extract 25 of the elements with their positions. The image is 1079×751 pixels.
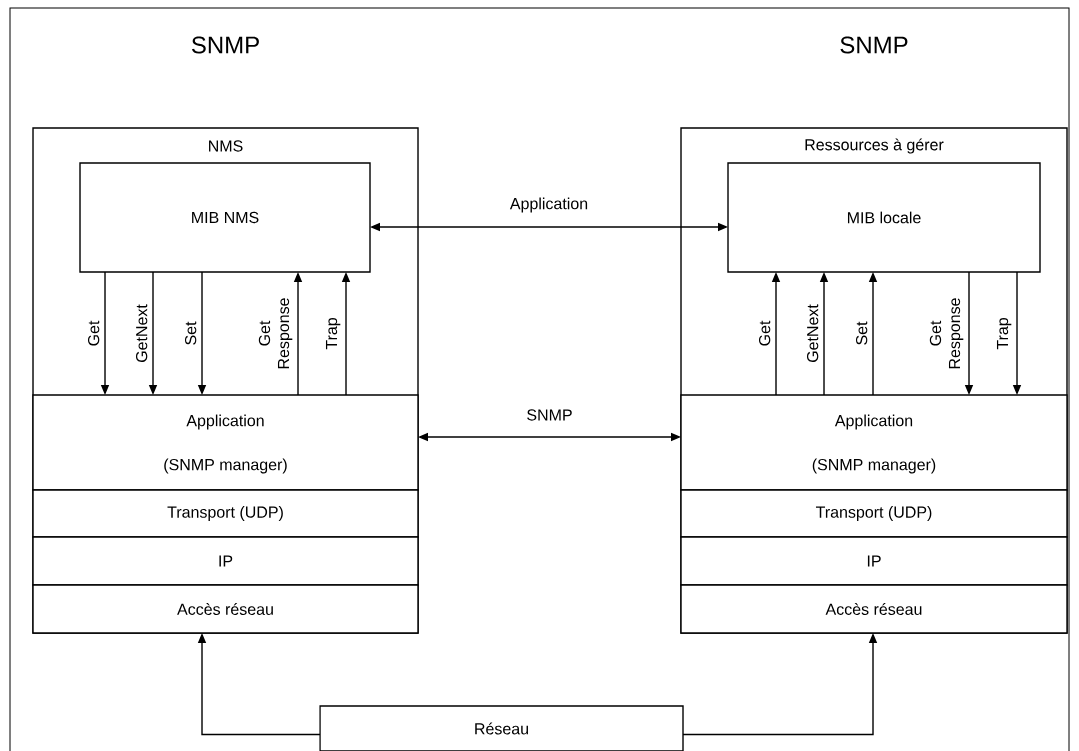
layer-box: Transport (UDP) <box>680 489 1068 538</box>
layer-box: Accès réseau <box>680 584 1068 634</box>
node-label: SNMP <box>191 36 259 54</box>
network-box: Réseau <box>319 705 684 751</box>
mib-box: MIB locale <box>727 162 1041 273</box>
mib-box: MIB NMS <box>79 162 371 273</box>
edge-label: Trap <box>997 318 1012 350</box>
layer-box: Application (SNMP manager) <box>680 394 1068 491</box>
layer-box: Application (SNMP manager) <box>32 394 419 491</box>
edge-label: Set <box>856 321 868 345</box>
edge-label: GetNext <box>136 304 148 363</box>
edge-label: Get <box>88 320 100 346</box>
edge-label: Get <box>759 320 771 346</box>
edge-label: Trap <box>326 318 341 350</box>
layer-box: IP <box>32 536 419 586</box>
edge-label: Application <box>507 195 591 215</box>
edge-label: SNMP <box>524 407 575 423</box>
edge-label: Get Response <box>258 298 293 369</box>
edge-label: GetNext <box>807 304 819 363</box>
edge-label: Set <box>185 321 197 345</box>
node-label: SNMP <box>840 36 908 54</box>
edge-label: Get Response <box>929 298 964 369</box>
layer-box: Transport (UDP) <box>32 489 419 538</box>
layer-box: IP <box>680 536 1068 586</box>
layer-box: Accès réseau <box>32 584 419 634</box>
